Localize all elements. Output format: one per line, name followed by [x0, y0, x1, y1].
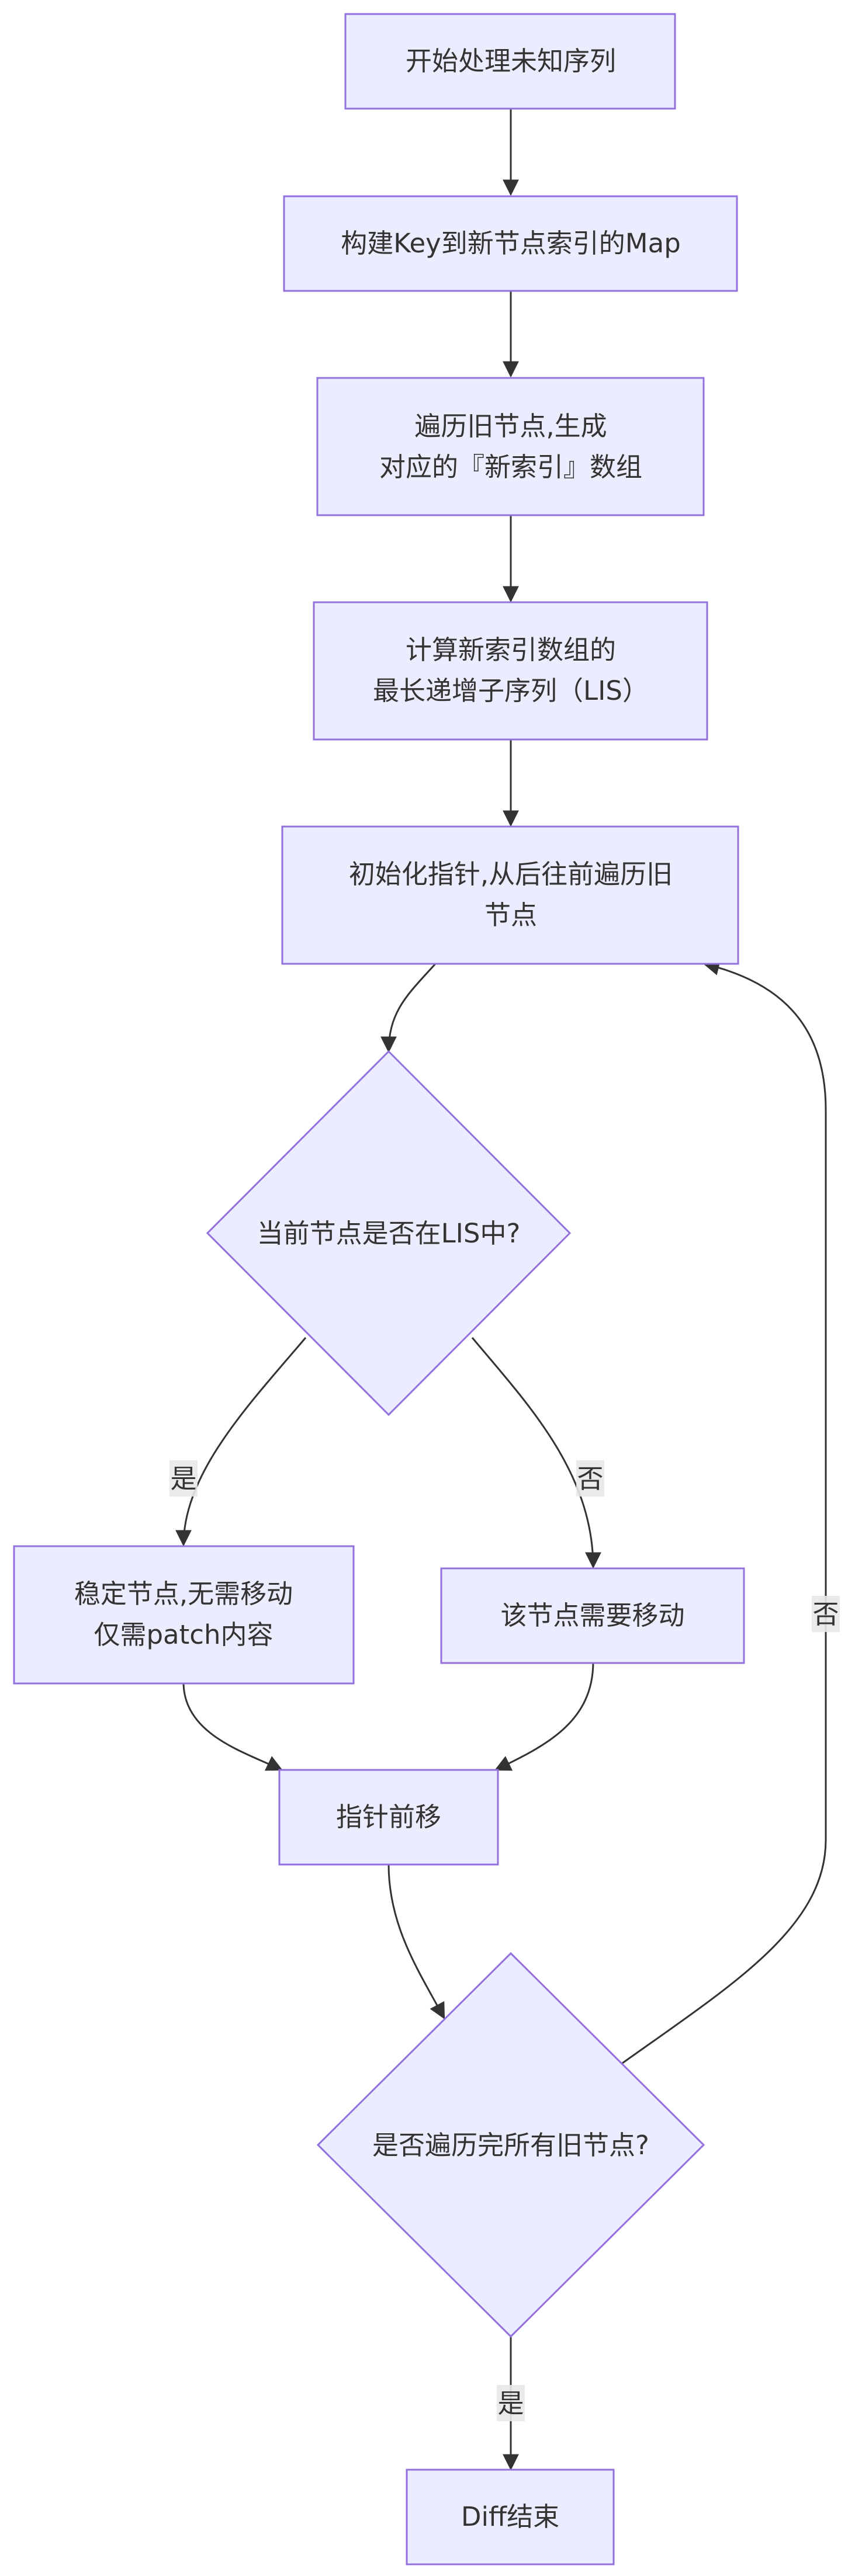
edge-label-text: 否: [577, 1463, 603, 1494]
node-need-move: 该节点需要移动: [440, 1567, 745, 1664]
node-label: 是否遍历完所有旧节点?: [372, 2130, 649, 2161]
node-build-map: 构建Key到新节点索引的Map: [283, 195, 738, 292]
edge-inlis-to-move: [471, 1337, 601, 1569]
edge-stable-to-pointer: [182, 1682, 283, 1771]
node-label-line-2: 最长递增子序列（LIS）: [373, 675, 649, 706]
node-diff-end: Diff结束: [406, 2469, 615, 2565]
node-label: 该节点需要移动: [500, 1600, 684, 1631]
node-pointer-back: 指针前移: [278, 1769, 499, 1866]
node-label-line-1: 初始化指针,从后往前遍历旧: [349, 859, 673, 890]
node-compute-lis: 计算新索引数组的 最长递增子序列（LIS）: [313, 601, 708, 741]
edge-init-to-inlis: [380, 963, 437, 1053]
edges: [175, 109, 827, 2471]
node-label: 构建Key到新节点索引的Map: [341, 228, 681, 259]
edge-move-to-pointer: [494, 1661, 594, 1771]
node-all-done-decision: 是否遍历完所有旧节点?: [316, 1952, 705, 2338]
node-stable: 稳定节点,无需移动 仅需patch内容: [13, 1545, 355, 1685]
edge-label-no-move: 否: [576, 1460, 604, 1497]
node-start: 开始处理未知序列: [344, 13, 676, 110]
node-label-line-1: 遍历旧节点,生成: [414, 411, 607, 442]
node-init-pointer: 初始化指针,从后往前遍历旧 节点: [281, 825, 739, 965]
node-label-line-2: 仅需patch内容: [94, 1619, 273, 1650]
node-traverse-old: 遍历旧节点,生成 对应的『新索引』数组: [316, 377, 705, 516]
node-label-line-1: 稳定节点,无需移动: [74, 1578, 293, 1609]
node-label: 指针前移: [336, 1801, 441, 1832]
node-label-line-2: 对应的『新索引』数组: [379, 452, 642, 482]
node-label: 当前节点是否在LIS中?: [257, 1218, 521, 1249]
edge-alldone-loop-back: [622, 959, 827, 2064]
edge-label-no-loop: 否: [812, 1596, 840, 1632]
edge-pointer-to-alldone: [387, 1864, 445, 2020]
node-label-line-1: 计算新索引数组的: [406, 634, 616, 665]
node-label: Diff结束: [461, 2501, 559, 2532]
node-in-lis-decision: 当前节点是否在LIS中?: [206, 1050, 572, 1417]
edge-label-text: 否: [812, 1599, 839, 1630]
edge-label-yes-stable: 是: [169, 1460, 198, 1497]
edge-label-text: 是: [170, 1463, 196, 1494]
edge-label-text: 是: [497, 2388, 524, 2419]
node-label: 开始处理未知序列: [406, 46, 616, 77]
edge-label-yes-end: 是: [497, 2385, 525, 2421]
edge-inlis-to-stable: [175, 1337, 307, 1547]
node-label-line-2: 节点: [484, 900, 537, 931]
